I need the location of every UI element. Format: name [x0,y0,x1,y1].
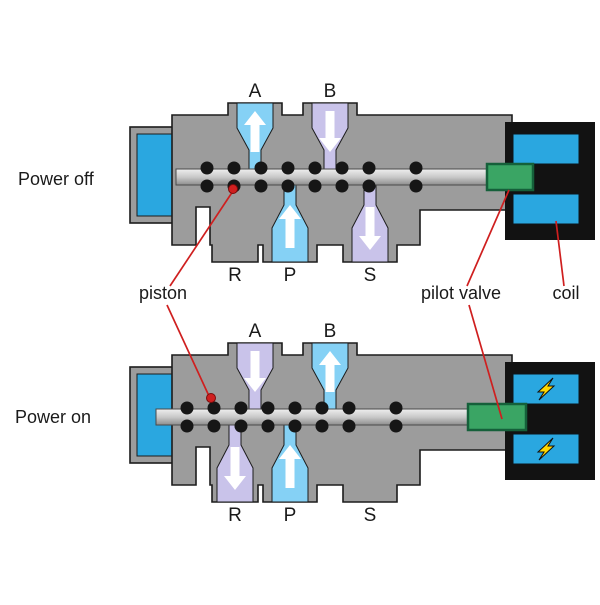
port-label-s: S [364,265,377,286]
leader-pilot-valve-off [466,189,510,287]
pilot-valve [466,402,528,432]
piston-indicator-dot-off [228,184,238,194]
flow-arrow-a-down-icon [244,351,266,392]
leader-piston-off [169,190,234,287]
flow-arrow-s-down-icon [359,207,381,250]
annotations: piston pilot valve coil [139,184,580,420]
port-label-p: P [284,505,297,526]
spool-seal-rings [180,401,403,433]
lightning-bolt-icon [536,377,556,401]
leader-piston-on [166,304,210,397]
leader-pilot-valve-on [468,304,503,420]
flow-arrow-a-up-icon [244,111,266,152]
annotation-pilot-valve: pilot valve [421,283,501,303]
port-label-b: B [324,321,337,342]
power-off-diagram: Power off A B R P S [18,81,595,286]
end-cap-window [136,133,178,217]
coil-lower [512,193,580,225]
lightning-bolt-icon [536,437,556,461]
state-label-power-on: Power on [15,407,91,427]
annotation-coil: coil [552,283,579,303]
port-label-p: P [284,265,297,286]
spool-seal-rings [200,161,423,193]
port-label-r: R [228,265,242,286]
spool-rod [155,408,473,426]
flow-arrow-r-down-icon [224,447,246,490]
piston-indicator-dot-on [206,393,216,403]
annotation-piston: piston [139,283,187,303]
port-label-a: A [249,321,262,342]
coil-upper [512,133,580,165]
port-label-r: R [228,505,242,526]
leader-coil [555,220,565,287]
port-label-a: A [249,81,262,102]
flow-arrow-p-up-icon [279,205,301,248]
state-label-power-off: Power off [18,169,95,189]
pilot-valve [485,162,535,192]
port-label-s: S [364,505,377,526]
power-on-diagram: Power on A B R P [15,321,595,526]
flow-arrow-b-down-icon [319,111,341,152]
flow-arrow-b-up-icon [319,351,341,392]
flow-arrow-p-up-icon [279,445,301,488]
port-label-b: B [324,81,337,102]
spool-rod [175,168,493,186]
